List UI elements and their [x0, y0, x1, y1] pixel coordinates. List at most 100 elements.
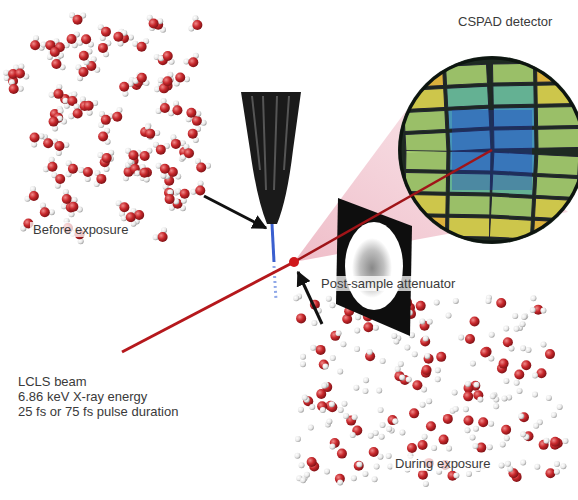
oxygen-atom	[418, 470, 428, 480]
oxygen-atom	[501, 425, 511, 435]
oxygen-atom	[158, 232, 168, 242]
oxygen-atom	[439, 435, 449, 445]
hydrogen-atom	[500, 441, 506, 447]
oxygen-atom	[184, 148, 194, 158]
oxygen-atom	[478, 417, 488, 427]
hydrogen-atom	[490, 393, 496, 399]
hydrogen-atom	[351, 475, 357, 481]
hydrogen-atom	[373, 325, 379, 331]
oxygen-atom	[307, 457, 317, 467]
hydrogen-atom	[543, 438, 549, 444]
sensor-tile	[404, 110, 446, 131]
oxygen-atom	[15, 68, 25, 78]
oxygen-atom	[163, 51, 173, 61]
hydrogen-atom	[350, 432, 356, 438]
hydrogen-atom	[485, 298, 491, 304]
hydrogen-atom	[453, 298, 459, 304]
oxygen-atom	[137, 73, 147, 83]
sensor-tile	[449, 195, 490, 215]
hydrogen-atom	[321, 383, 327, 389]
hydrogen-atom	[352, 414, 358, 420]
hydrogen-atom	[463, 406, 469, 412]
oxygen-atom	[81, 34, 91, 44]
hydrogen-atom	[546, 395, 552, 401]
sensor-tile	[405, 194, 446, 214]
hydrogen-atom	[310, 345, 316, 351]
oxygen-atom	[464, 416, 474, 426]
oxygen-atom	[465, 334, 475, 344]
oxygen-atom	[112, 112, 122, 122]
water-during	[293, 293, 568, 487]
hydrogen-atom	[520, 460, 526, 466]
hydrogen-atom	[353, 385, 359, 391]
hydrogen-atom	[392, 418, 398, 424]
oxygen-atom	[47, 162, 57, 172]
hydrogen-atom	[458, 335, 464, 341]
oxygen-atom	[145, 129, 155, 139]
nozzle-ridges	[252, 96, 289, 190]
oxygen-atom	[40, 207, 50, 217]
liquid-jet	[272, 224, 274, 262]
hydrogen-atom	[330, 355, 336, 361]
hydrogen-atom	[473, 426, 479, 432]
hydrogen-atom	[474, 382, 480, 388]
hydrogen-atom	[431, 445, 437, 451]
oxygen-atom	[171, 139, 181, 149]
oxygen-atom	[316, 345, 326, 355]
oxygen-atom	[68, 202, 78, 212]
hydrogen-atom	[302, 395, 308, 401]
hydrogen-atom	[309, 404, 315, 410]
oxygen-atom	[422, 365, 432, 375]
hydrogen-atom	[532, 373, 538, 379]
oxygen-atom	[160, 164, 170, 174]
hydrogen-atom	[518, 413, 524, 419]
hydrogen-atom	[530, 295, 536, 301]
oxygen-atom	[119, 202, 129, 212]
state-label: During exposure	[392, 456, 493, 471]
hydrogen-atom	[557, 404, 563, 410]
oxygen-atom	[73, 15, 83, 25]
oxygen-atom	[545, 468, 555, 478]
hydrogen-atom	[540, 308, 546, 314]
oxygen-atom	[192, 20, 202, 30]
hydrogen-atom	[453, 472, 459, 478]
hydrogen-atom	[326, 296, 332, 302]
oxygen-atom	[172, 105, 182, 115]
oxygen-atom	[51, 59, 61, 69]
oxygen-atom	[156, 145, 166, 155]
hydrogen-atom	[470, 360, 476, 366]
pointer-arrow	[204, 196, 266, 228]
oxygen-atom	[363, 322, 373, 332]
oxygen-atom	[54, 141, 64, 151]
detector-label: CSPAD detector	[458, 14, 552, 29]
hydrogen-atom	[424, 353, 430, 359]
hydrogen-atom	[324, 468, 330, 474]
oxygen-atom	[412, 380, 422, 390]
attenuator	[336, 198, 412, 336]
hydrogen-atom	[330, 302, 336, 308]
oxygen-atom	[426, 421, 436, 431]
oxygen-atom	[545, 349, 555, 359]
oxygen-atom	[409, 408, 419, 418]
beam-label: LCLS beam	[18, 374, 87, 389]
oxygen-atom	[186, 108, 196, 118]
hydrogen-atom	[378, 407, 384, 413]
oxygen-atom	[550, 437, 560, 447]
hydrogen-atom	[406, 376, 412, 382]
sensor-tile	[493, 85, 534, 105]
hydrogen-atom	[398, 361, 404, 367]
oxygen-atom	[139, 168, 149, 178]
hydrogen-atom	[300, 477, 306, 483]
hydrogen-atom	[522, 313, 528, 319]
oxygen-atom	[79, 51, 89, 61]
sensor-tile	[537, 154, 578, 175]
oxygen-atom	[519, 412, 529, 422]
hydrogen-atom	[526, 347, 532, 353]
oxygen-atom	[119, 82, 129, 92]
hydrogen-atom	[329, 401, 335, 407]
oxygen-atom	[394, 371, 404, 381]
hydrogen-atom	[380, 422, 386, 428]
hydrogen-atom	[514, 326, 520, 332]
hydrogen-atom	[395, 366, 401, 372]
